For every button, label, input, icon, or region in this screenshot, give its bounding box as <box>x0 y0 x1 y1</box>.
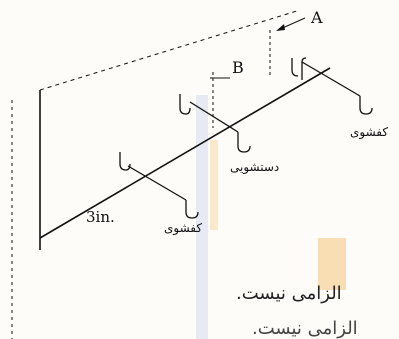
trap-right <box>359 96 373 115</box>
page-text-line-1: الزامی نیست. <box>236 283 342 304</box>
watermark-blue-bar <box>196 95 208 339</box>
trap-bottom-top <box>119 152 131 171</box>
label-a: A <box>311 8 323 27</box>
fixture-label-middle: دستشویی <box>230 160 280 174</box>
pipe-size-label: 3in. <box>86 208 115 226</box>
watermark-orange-bar <box>210 140 218 230</box>
page-text-line-2: الزامی نیست. <box>252 318 358 339</box>
trap-middle <box>237 132 251 153</box>
fixture-branch-right <box>301 57 307 80</box>
trap-bottom <box>185 200 199 219</box>
main-branch-pipe <box>39 67 331 239</box>
fixture-arm-right <box>301 61 361 97</box>
trap-right-top <box>291 58 299 77</box>
fixture-arm-middle <box>189 101 239 133</box>
label-b: B <box>232 58 244 77</box>
trap-middle-top <box>179 94 191 115</box>
fixture-label-bottom: کفشوی <box>164 221 203 235</box>
arrow-a-head <box>276 24 285 31</box>
vent-dashed-line <box>39 9 301 91</box>
fixture-label-right: کفشوی <box>350 125 389 139</box>
fixture-arm-bottom <box>127 165 187 201</box>
watermark-orange-block <box>318 238 346 290</box>
